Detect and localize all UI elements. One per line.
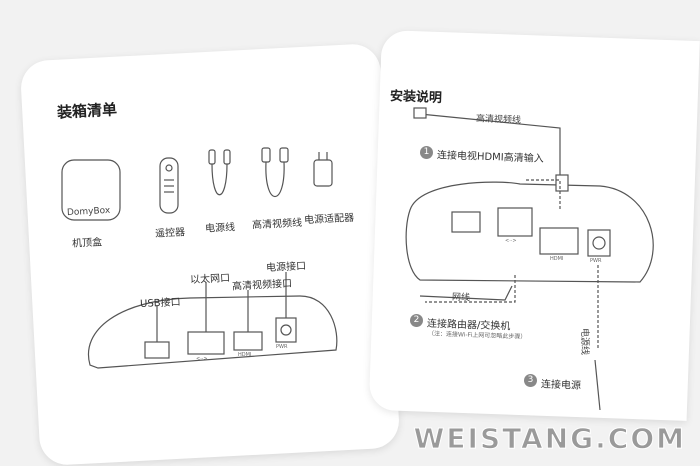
watermark: WEISTANG.COM bbox=[413, 422, 686, 456]
item-label-power-cable: 电源线 bbox=[204, 222, 236, 235]
power-plug-drawing bbox=[594, 359, 601, 411]
item-label-stb: 机顶盒 bbox=[71, 237, 103, 250]
installation-title: 安装说明 bbox=[389, 89, 443, 106]
port-label-usb: USB接口 bbox=[139, 296, 181, 311]
item-label-remote: 遥控器 bbox=[154, 227, 186, 240]
power-cable-drawing bbox=[208, 149, 231, 196]
hdmi-cable-drawing bbox=[261, 147, 289, 197]
network-cable-label: 网线 bbox=[451, 292, 471, 304]
port-mark-hdmi-right: HDMI bbox=[550, 256, 564, 262]
step-3-text: 连接电源 bbox=[540, 379, 582, 392]
step-2-badge: 2 bbox=[410, 314, 423, 327]
set-top-box-drawing bbox=[61, 159, 121, 221]
network-cable-drawing bbox=[419, 285, 513, 301]
port-mark-hdmi-left: HDMI bbox=[238, 352, 252, 358]
step-1-badge: 1 bbox=[420, 146, 433, 159]
step-3-badge: 3 bbox=[524, 374, 537, 387]
item-label-hdmi-cable: 高清视频线 bbox=[251, 217, 303, 232]
power-adapter-drawing bbox=[313, 152, 333, 187]
hdmi-cable-route bbox=[413, 107, 569, 192]
packing-list-title: 装箱清单 bbox=[56, 100, 118, 122]
remote-control-drawing bbox=[159, 157, 179, 214]
power-cable-label: 电源线 bbox=[579, 328, 589, 356]
back-panel-drawing-left bbox=[87, 272, 338, 369]
network-cable-route bbox=[425, 179, 561, 303]
port-label-power: 电源接口 bbox=[265, 260, 307, 275]
port-mark-ethernet-right: <··> bbox=[505, 238, 517, 244]
back-panel-drawing-right bbox=[405, 181, 654, 283]
port-mark-ethernet-left: <··> bbox=[196, 356, 208, 362]
hdmi-cable-label: 高清视频线 bbox=[475, 114, 522, 126]
port-label-ethernet: 以太网口 bbox=[189, 272, 231, 287]
item-label-adapter: 电源适配器 bbox=[303, 212, 355, 227]
port-mark-pwr-right: PWR bbox=[590, 258, 602, 264]
port-mark-pwr-left: PWR bbox=[276, 344, 288, 350]
port-label-hdmi: 高清视频接口 bbox=[231, 278, 293, 293]
